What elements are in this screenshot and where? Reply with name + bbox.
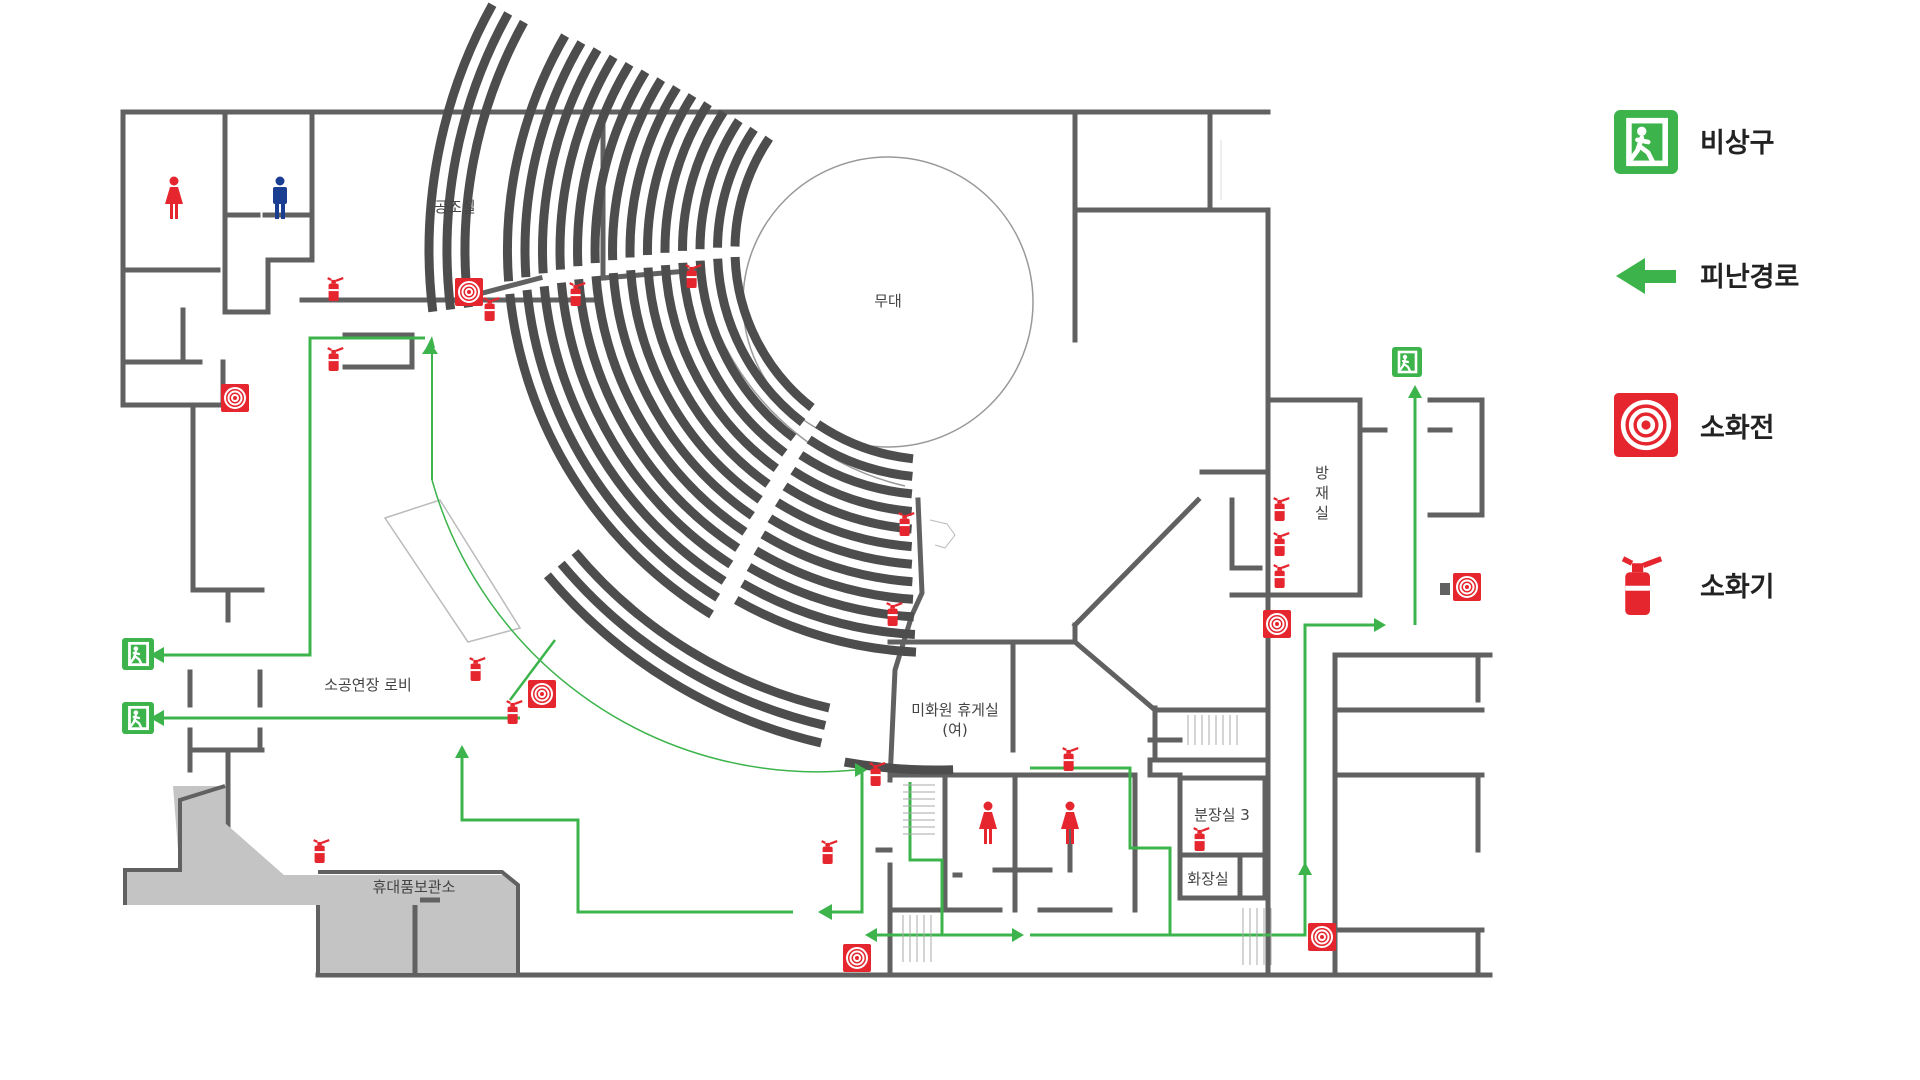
seat-row (608, 77, 666, 261)
fire-extinguisher-icon (326, 346, 345, 373)
fire-hydrant-icon (1453, 573, 1481, 601)
female-restroom-icon (979, 801, 997, 844)
control-booth (383, 499, 522, 643)
label-powder-room: 화장실 (1187, 870, 1228, 888)
fire-extinguisher-icon (820, 839, 839, 866)
fire-extinguisher-icon (1192, 826, 1211, 853)
seat-row (843, 757, 954, 775)
seat-row (539, 285, 727, 585)
seat-row (753, 546, 914, 604)
stage-marker (929, 519, 956, 549)
fire-extinguisher-icon (1272, 496, 1291, 523)
storage-area (123, 784, 520, 977)
label-disaster-room-1: 방 (1315, 464, 1329, 482)
seat-row (626, 269, 763, 504)
seat-row (695, 118, 743, 250)
seat-row (695, 260, 797, 442)
evacuation-routes (162, 336, 1417, 937)
fire-hydrant-icon (455, 278, 483, 306)
fire-extinguisher-icon (505, 699, 524, 726)
seat-row (522, 289, 721, 602)
walls (120, 109, 1493, 978)
route-arrowheads (150, 336, 1422, 942)
fire-extinguisher-icon (1623, 559, 1661, 615)
fire-hydrant-icon (1308, 923, 1336, 951)
emergency-exit-icon (1614, 110, 1678, 174)
seat-row (790, 466, 913, 516)
fire-hydrant-icon (843, 944, 871, 972)
seat-row (678, 262, 788, 457)
legend-label-hydrant: 소화전 (1700, 413, 1775, 444)
seat-row (806, 435, 913, 481)
seat-row (760, 530, 913, 587)
seat-row (643, 267, 771, 488)
fire-hydrant-icon (221, 384, 249, 412)
seat-row (730, 135, 773, 247)
seat-row (424, 2, 497, 313)
seat-row (733, 596, 917, 657)
seat-row (730, 256, 815, 412)
fire-extinguisher-icon (468, 656, 487, 683)
evacuation-arrow-icon (1616, 258, 1676, 294)
fire-extinguisher-icon (312, 838, 331, 865)
seat-row (538, 47, 602, 274)
stairs (902, 140, 1272, 965)
fire-hydrant-icon (1614, 393, 1678, 457)
fire-extinguisher-icon (1272, 563, 1291, 590)
label-lobby: 소공연장 로비 (324, 676, 412, 694)
label-dressing-room-3: 분장실 3 (1194, 806, 1250, 824)
seat-row (767, 514, 913, 569)
fire-hydrant-icon (1263, 610, 1291, 638)
seat-row (713, 126, 758, 248)
seat-row (460, 19, 528, 308)
seat-row (660, 264, 779, 473)
label-hvac-room: 공조실 (434, 198, 475, 216)
female-restroom-icon (165, 176, 183, 219)
label-lounge: 미화원 휴게실 (911, 701, 999, 719)
seat-row (740, 579, 916, 639)
legend: 비상구 피난경로 소화전 소화기 (1614, 110, 1799, 615)
seat-row (642, 93, 697, 256)
legend-label-route: 피난경로 (1700, 262, 1799, 293)
seat-row (543, 572, 823, 748)
seat-row (625, 85, 681, 258)
emergency-exit-icon (122, 702, 154, 734)
seat-row (573, 61, 634, 267)
legend-label-exit: 비상구 (1700, 128, 1775, 159)
seat-row (571, 549, 831, 713)
label-stage: 무대 (874, 292, 902, 310)
fire-extinguisher-icon (1272, 531, 1291, 558)
seat-row (798, 451, 913, 499)
fire-hydrant-icon (528, 680, 556, 708)
seat-row (815, 420, 914, 464)
seat-row (591, 275, 748, 536)
hydrant-mount (1440, 583, 1450, 595)
seat-row (574, 278, 741, 552)
seat-row (555, 54, 618, 270)
seat-row (782, 482, 912, 534)
seat-row (520, 40, 586, 278)
seat-row (505, 293, 714, 619)
seat-row (557, 560, 827, 730)
seat-row (590, 69, 650, 264)
seat-row (442, 11, 513, 311)
seat-row (608, 272, 755, 520)
legend-label-extinguisher: 소화기 (1700, 572, 1775, 603)
seat-row (502, 33, 569, 282)
auditorium-seating (424, 2, 954, 775)
emergency-exit-icon (122, 638, 154, 670)
label-disaster-room-3: 실 (1315, 504, 1329, 522)
label-disaster-room-2: 재 (1315, 484, 1329, 502)
label-lounge-sub: (여) (942, 721, 968, 739)
label-storage: 휴대품보관소 (373, 878, 456, 896)
seat-row (556, 282, 734, 569)
emergency-exit-icon (1392, 347, 1422, 377)
seat-row (713, 258, 806, 427)
seat-row (774, 498, 913, 552)
seat-row (660, 101, 712, 253)
seat-row (677, 109, 728, 251)
